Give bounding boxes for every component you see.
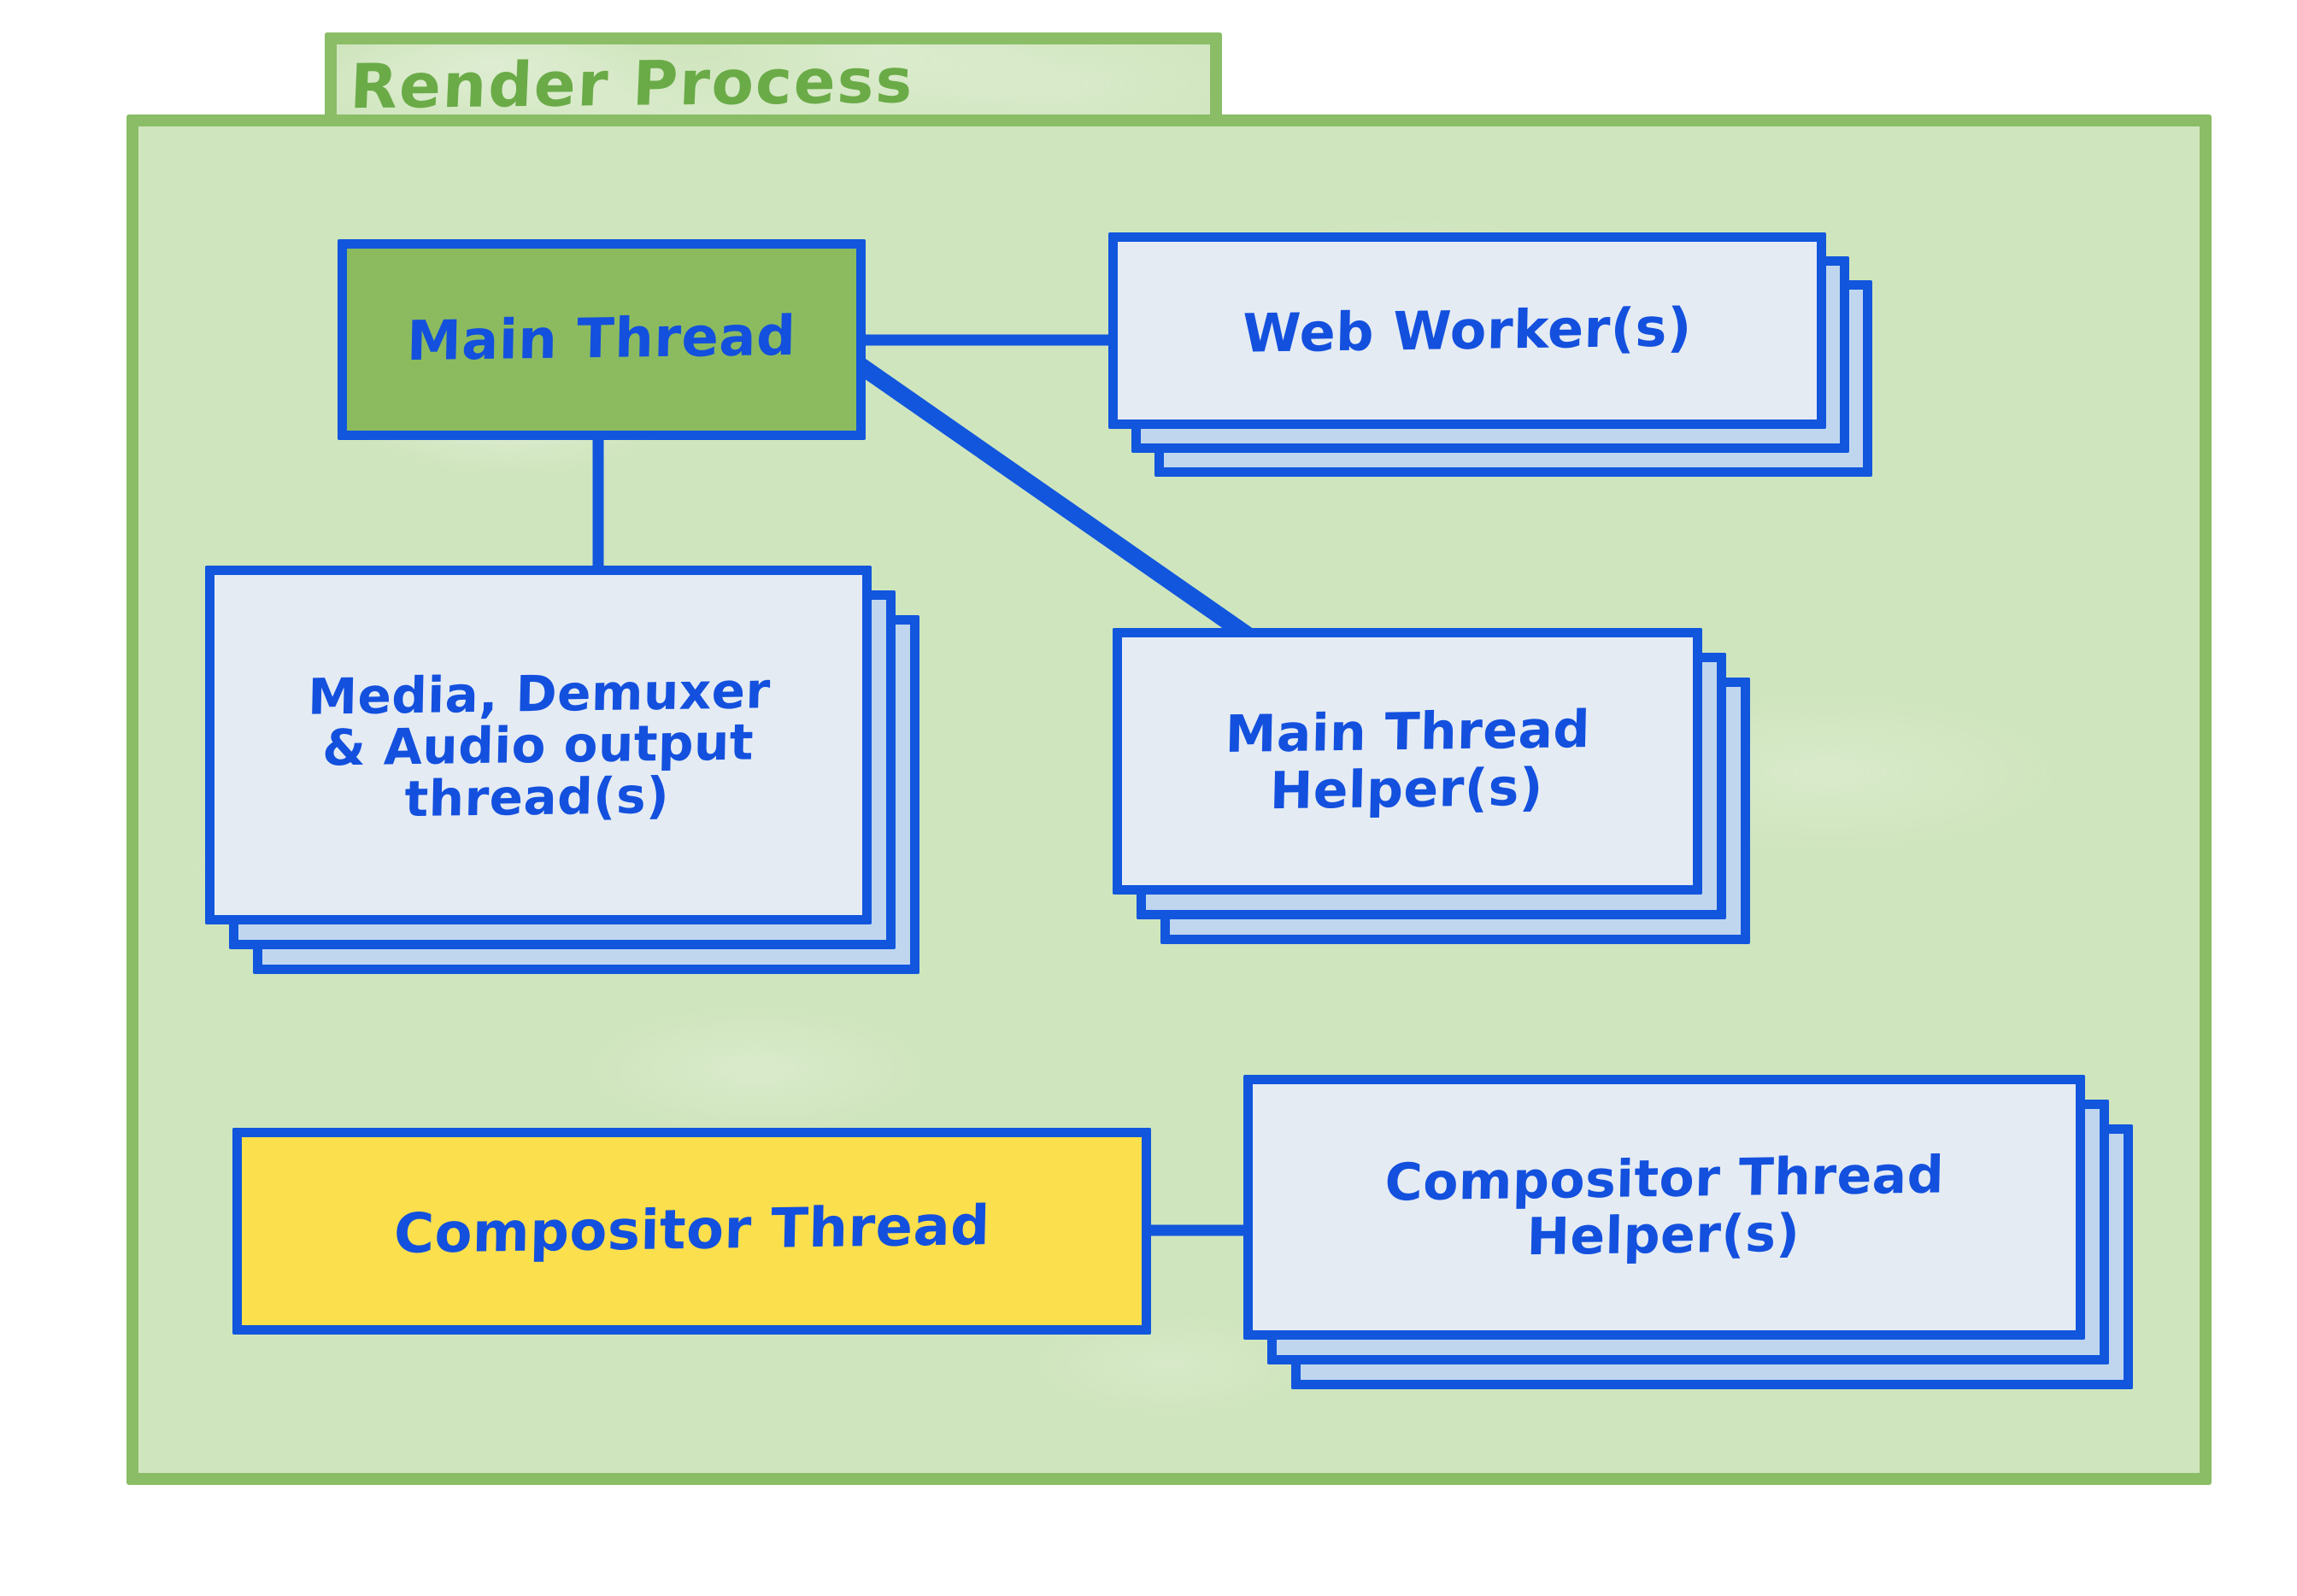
node-media-label: Media, Demuxer & Audio output thread(s) bbox=[307, 660, 772, 828]
node-web-worker[interactable]: Web Worker(s) bbox=[1108, 232, 1872, 477]
node-compositor-thread-helper[interactable]: Compositor Thread Helper(s) bbox=[1243, 1075, 2133, 1389]
node-main-thread-face: Main Thread bbox=[338, 239, 866, 440]
node-compositor-thread-face: Compositor Thread bbox=[232, 1128, 1151, 1335]
node-web-worker-face: Web Worker(s) bbox=[1108, 232, 1826, 429]
node-compositor-thread[interactable]: Compositor Thread bbox=[232, 1128, 1151, 1335]
node-media-demuxer-audio-output[interactable]: Media, Demuxer & Audio output thread(s) bbox=[205, 566, 919, 974]
node-main-thread-helper-face: Main Thread Helper(s) bbox=[1113, 628, 1702, 895]
node-compositor-helper-face: Compositor Thread Helper(s) bbox=[1243, 1075, 2085, 1340]
node-main-thread-label: Main Thread bbox=[406, 304, 797, 374]
node-main-thread-helper-label: Main Thread Helper(s) bbox=[1225, 699, 1592, 822]
node-media-face: Media, Demuxer & Audio output thread(s) bbox=[205, 566, 872, 924]
node-main-thread-helper[interactable]: Main Thread Helper(s) bbox=[1113, 628, 1750, 944]
render-process-title: Render Process bbox=[348, 44, 916, 123]
node-compositor-helper-label: Compositor Thread Helper(s) bbox=[1384, 1145, 1946, 1268]
node-compositor-thread-label: Compositor Thread bbox=[393, 1194, 991, 1267]
node-main-thread[interactable]: Main Thread bbox=[338, 239, 866, 440]
node-web-worker-label: Web Worker(s) bbox=[1242, 296, 1693, 366]
